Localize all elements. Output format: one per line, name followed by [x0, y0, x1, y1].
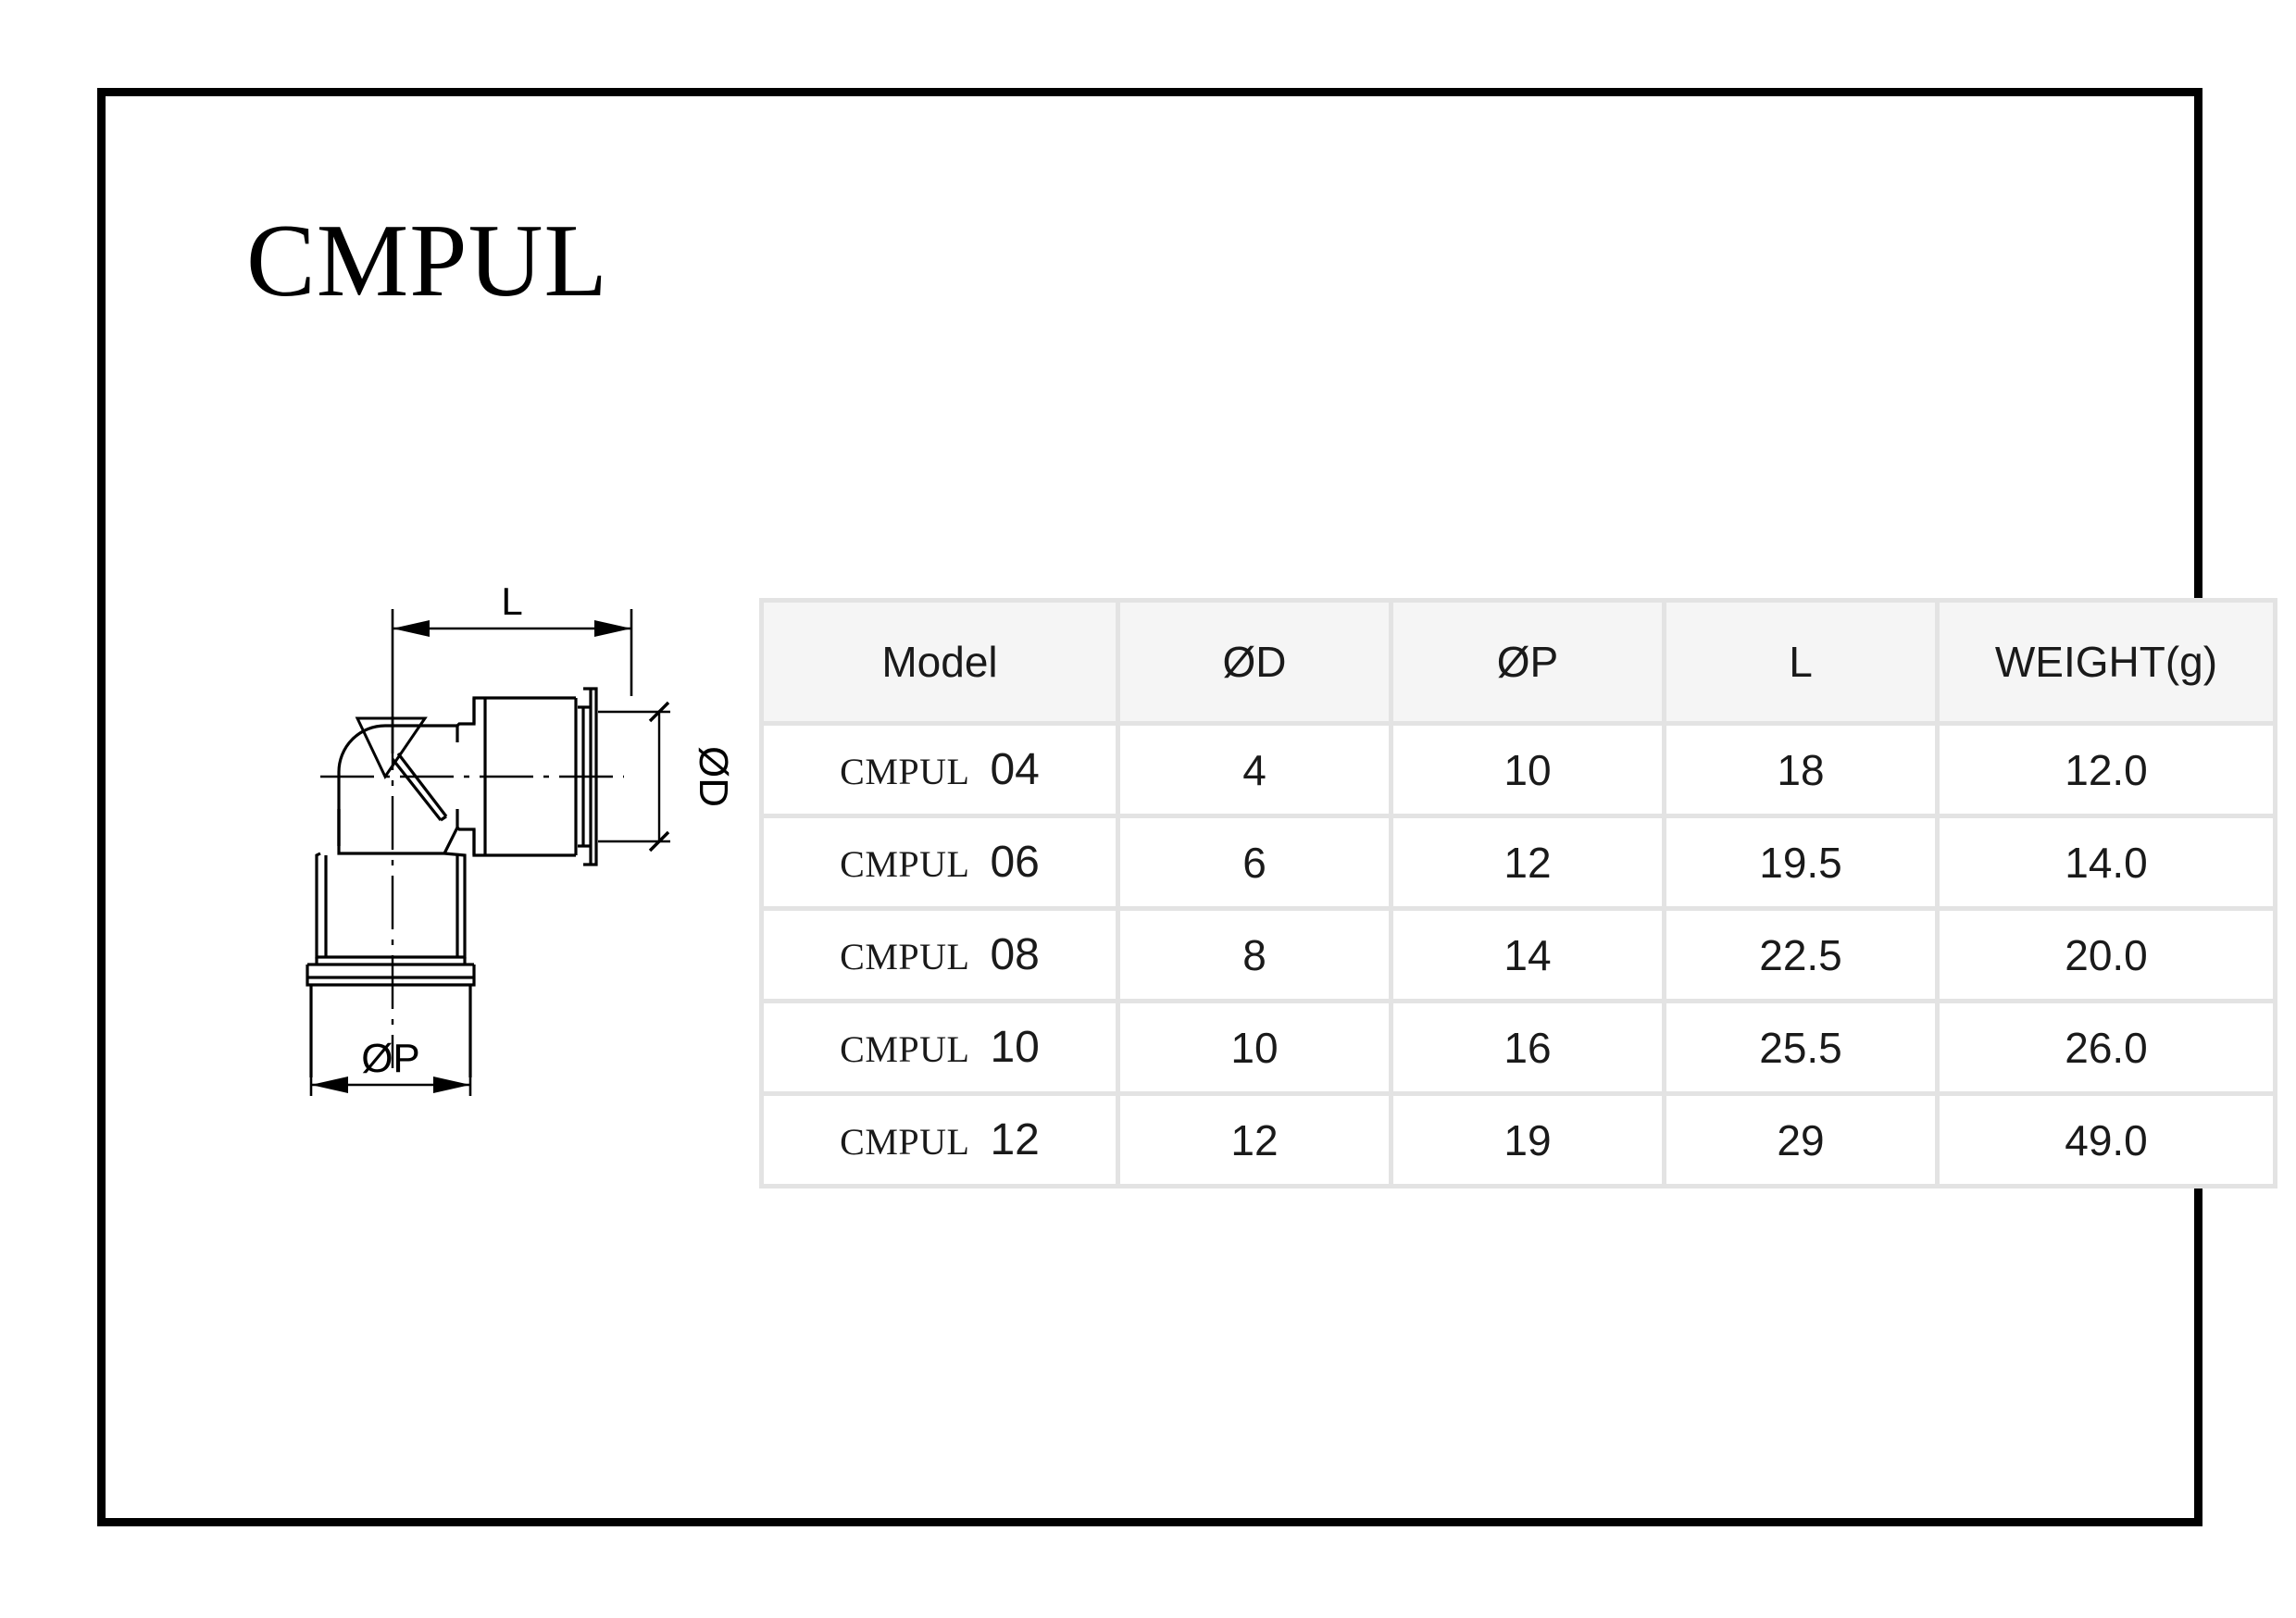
cell-model: CMPUL 12	[764, 1096, 1116, 1184]
product-technical-drawing: L	[300, 578, 735, 1170]
op-arrowhead-right	[433, 1077, 470, 1093]
elbow-internal-leader-cap	[440, 815, 447, 822]
column-header-op: ØP	[1393, 603, 1662, 721]
cell-l: 25.5	[1666, 1003, 1935, 1091]
column-header-model: Model	[764, 603, 1116, 721]
cell-model: CMPUL 06	[764, 818, 1116, 906]
table-row: CMPUL 12 12 19 29 49.0	[764, 1096, 2273, 1184]
table-row: CMPUL 08 8 14 22.5 20.0	[764, 911, 2273, 999]
cell-od: 10	[1120, 1003, 1389, 1091]
vertical-collar-flange	[306, 965, 476, 987]
elbow-internal-leader-a	[391, 758, 443, 821]
column-header-weight: WEIGHT(g)	[1940, 603, 2273, 721]
model-prefix: CMPUL	[840, 843, 970, 885]
table-row: CMPUL 06 6 12 19.5 14.0	[764, 818, 2273, 906]
vertical-barrel-outline	[315, 852, 467, 959]
od-tick-bottom	[648, 830, 670, 853]
cell-model: CMPUL 08	[764, 911, 1116, 999]
model-size: 12	[990, 1115, 1040, 1164]
column-header-od: ØD	[1120, 603, 1389, 721]
od-dimension-label: ØD	[691, 746, 735, 807]
cell-weight: 20.0	[1940, 911, 2273, 999]
elbow-outer-contour	[337, 724, 457, 846]
cell-l: 29	[1666, 1096, 1935, 1184]
op-dimension-label: ØP	[361, 1036, 420, 1081]
l-arrowhead-right	[594, 620, 631, 637]
cell-op: 10	[1393, 726, 1662, 814]
column-header-l: L	[1666, 603, 1935, 721]
cell-model: CMPUL 10	[764, 1003, 1116, 1091]
cell-weight: 12.0	[1940, 726, 2273, 814]
l-dimension-label: L	[501, 579, 522, 623]
table-row: CMPUL 04 4 10 18 12.0	[764, 726, 2273, 814]
page-border-frame: CMPUL L	[97, 88, 2277, 1526]
model-prefix: CMPUL	[840, 936, 970, 977]
elbow-diagonal-fillet	[443, 827, 459, 854]
cell-op: 14	[1393, 911, 1662, 999]
model-prefix: CMPUL	[840, 751, 970, 792]
cell-op: 16	[1393, 1003, 1662, 1091]
cell-weight: 26.0	[1940, 1003, 2273, 1091]
cell-l: 19.5	[1666, 818, 1935, 906]
model-prefix: CMPUL	[840, 1028, 970, 1070]
elbow-internal-triangle-detail	[355, 716, 428, 780]
op-arrowhead-left	[311, 1077, 348, 1093]
cell-od: 8	[1120, 911, 1389, 999]
cell-weight: 14.0	[1940, 818, 2273, 906]
l-arrowhead-left	[393, 620, 430, 637]
cell-weight: 49.0	[1940, 1096, 2273, 1184]
cell-l: 22.5	[1666, 911, 1935, 999]
model-size: 10	[990, 1023, 1040, 1072]
od-tick-top	[648, 701, 670, 723]
cell-od: 4	[1120, 726, 1389, 814]
cell-od: 6	[1120, 818, 1389, 906]
cell-op: 12	[1393, 818, 1662, 906]
table-header-row: Model ØD ØP L WEIGHT(g)	[764, 603, 2273, 721]
model-size: 04	[990, 745, 1040, 794]
specification-table: Model ØD ØP L WEIGHT(g) CMPUL 04 4 10 18 …	[759, 598, 2277, 1189]
cell-model: CMPUL 04	[764, 726, 1116, 814]
cell-op: 19	[1393, 1096, 1662, 1184]
model-size: 06	[990, 838, 1040, 887]
model-size: 08	[990, 930, 1040, 979]
page-title: CMPUL	[246, 204, 608, 318]
table-row: CMPUL 10 10 16 25.5 26.0	[764, 1003, 2273, 1091]
cell-od: 12	[1120, 1096, 1389, 1184]
elbow-base-line	[337, 848, 444, 855]
elbow-internal-leader-b	[396, 753, 448, 817]
model-prefix: CMPUL	[840, 1121, 970, 1163]
cell-l: 18	[1666, 726, 1935, 814]
